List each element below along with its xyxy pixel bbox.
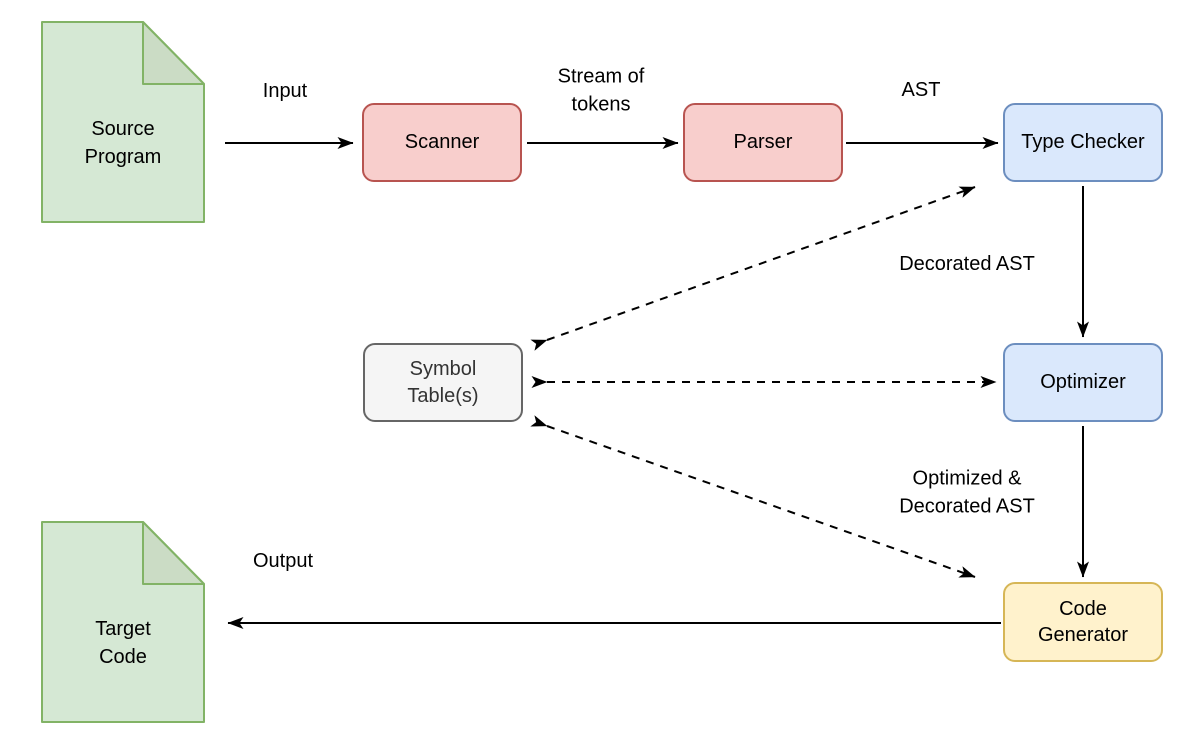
edge-label-decorated-ast: Decorated AST (899, 253, 1035, 276)
source-program-document (41, 21, 205, 223)
node-code-generator: Code Generator (1003, 582, 1163, 662)
source-program-fold-corner (142, 21, 205, 85)
node-symbol-table: Symbol Table(s) (363, 343, 523, 422)
node-optimizer: Optimizer (1003, 343, 1163, 422)
target-code-label: Target Code (95, 618, 151, 668)
target-code-document (41, 521, 205, 723)
node-scanner: Scanner (362, 103, 522, 182)
edge-label-optimized-decorated-ast: Optimized & Decorated AST (899, 467, 1035, 517)
edge-label-input: Input (262, 80, 308, 103)
arrow-symbol-table-type-checker (530, 186, 976, 351)
arrow-symbol-table-code-generator (530, 415, 976, 578)
edge-label-stream-of-tokens: Stream of tokens (557, 65, 645, 115)
node-parser: Parser (683, 103, 843, 182)
edge-label-output: Output (252, 550, 314, 573)
source-program-label: Source Program (84, 118, 162, 168)
edge-label-ast: AST (901, 79, 941, 102)
node-type-checker: Type Checker (1003, 103, 1163, 182)
target-code-fold-corner (142, 521, 205, 585)
